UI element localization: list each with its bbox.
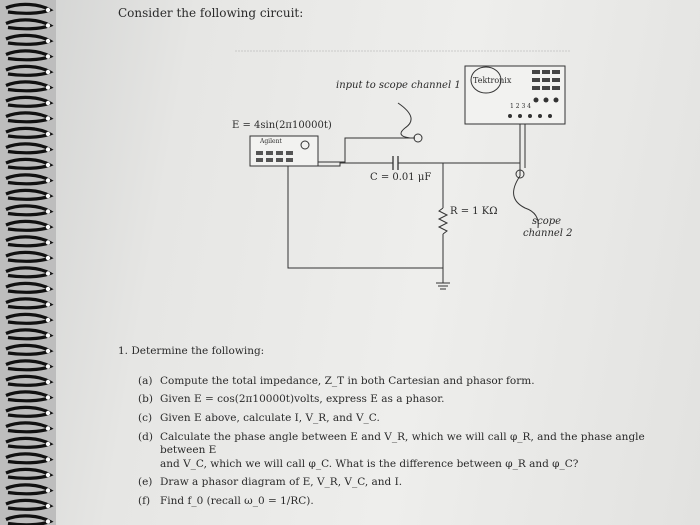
binding-hole [45, 131, 51, 137]
capacitor-symbol [392, 156, 399, 170]
question-text: Find f_0 (recall ω_0 = 1/RC). [160, 495, 314, 508]
binding-hole [45, 410, 51, 416]
binding-hole [45, 503, 51, 509]
oscilloscope-ports: 1 2 3 4 [510, 103, 531, 110]
circuit-wires [287, 102, 539, 290]
oscilloscope [464, 65, 566, 125]
source-label: E = 4sin(2π10000t) [232, 120, 332, 131]
question-text: Draw a phasor diagram of E, V_R, V_C, an… [160, 476, 403, 489]
question-item: (d) Calculate the phase angle between E … [138, 431, 688, 472]
question-text: Calculate the phase angle between E and … [160, 430, 645, 457]
binding-hole [45, 348, 51, 354]
binding-hole [45, 317, 51, 323]
binding-hole [45, 364, 51, 369]
circuit-diagram: input to scope channel 1 Tektronix 1 2 3… [220, 48, 580, 298]
question-item: (a) Compute the total impedance, Z_T in … [138, 375, 688, 389]
binding-hole [45, 69, 51, 75]
question-label: (b) [138, 393, 153, 406]
binding-hole [45, 379, 51, 385]
binding-hole [45, 240, 51, 245]
function-generator [249, 135, 319, 167]
question-text: Given E above, calculate I, V_R, and V_C… [160, 411, 380, 424]
scope-channel2-label-line1: scope [532, 216, 562, 227]
resistor-label: R = 1 KΩ [450, 206, 498, 217]
spiral-binding [0, 0, 56, 525]
page-title: Consider the following circuit: [118, 6, 304, 20]
binding-hole [45, 255, 51, 261]
binding-hole [45, 193, 51, 199]
binding-hole [45, 23, 51, 28]
binding-hole [45, 302, 51, 307]
binding-hole [45, 395, 51, 400]
question-heading: 1. Determine the following: [118, 345, 265, 357]
binding-hole [45, 38, 51, 44]
binding-hole [45, 472, 51, 478]
probe-ring-ch2 [515, 169, 525, 179]
binding-hole [45, 441, 51, 447]
binding-hole [45, 209, 51, 214]
question-text: Given E = cos(2π10000t)volts, express E … [160, 393, 445, 406]
generator-brand: Agilent [260, 138, 282, 145]
question-label: (d) [138, 430, 153, 443]
question-label: (a) [138, 374, 153, 387]
binding-hole [45, 116, 51, 121]
binding-hole [45, 426, 51, 431]
binding-hole [45, 7, 51, 13]
binding-hole [45, 286, 51, 292]
question-text-continued: and V_C, which we will call φ_C. What is… [160, 457, 579, 470]
question-item: (c) Given E above, calculate I, V_R, and… [138, 412, 688, 426]
question-label: (f) [138, 495, 151, 508]
binding-hole [45, 162, 51, 168]
binding-hole [45, 147, 51, 152]
binding-hole [45, 85, 51, 90]
question-item: (b) Given E = cos(2π10000t)volts, expres… [138, 393, 688, 407]
probe-ring-ch1 [413, 133, 423, 143]
question-item: (e) Draw a phasor diagram of E, V_R, V_C… [138, 476, 688, 490]
question-item: (f) Find f_0 (recall ω_0 = 1/RC). [138, 495, 688, 509]
binding-hole [45, 100, 51, 106]
binding-hole [45, 488, 51, 493]
binding-hole [45, 224, 51, 230]
question-list: 1. Determine the following: (a) Compute … [118, 345, 688, 514]
binding-hole [45, 519, 51, 524]
binding-hole [45, 54, 51, 59]
oscilloscope-brand: Tektronix [473, 76, 512, 85]
question-text: Compute the total impedance, Z_T in both… [160, 374, 535, 387]
question-label: (c) [138, 411, 153, 424]
capacitor-label: C = 0.01 μF [370, 172, 432, 183]
binding-hole [45, 178, 51, 183]
question-label: (e) [138, 476, 153, 489]
binding-hole [45, 271, 51, 276]
binding-hole [45, 333, 51, 338]
scope-channel2-label-line2: channel 2 [523, 228, 573, 239]
scope-input-label: input to scope channel 1 [336, 80, 461, 91]
binding-hole [45, 457, 51, 462]
